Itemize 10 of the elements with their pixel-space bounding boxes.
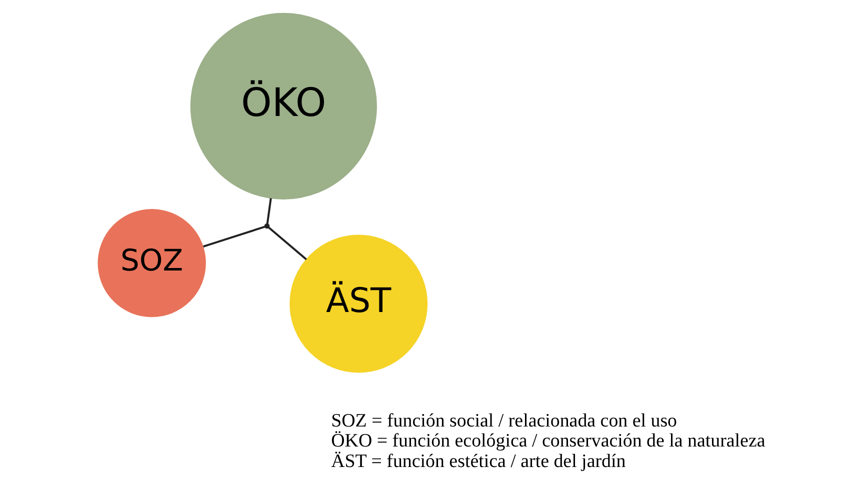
label: ÖKO = función ecológica / conservación de la naturaleza [330,430,765,452]
connector [267,226,306,260]
label: SOZ = función social / relacionada con el uso [330,410,677,432]
node-circle: SOZ [97,208,206,318]
node-point [264,223,270,229]
connector [266,198,272,224]
node-circle: ÖKO [190,12,376,200]
node-circle: ÄST [289,234,428,373]
label: ÄST = función estética / arte del jardín [330,450,626,472]
connector [202,226,265,248]
